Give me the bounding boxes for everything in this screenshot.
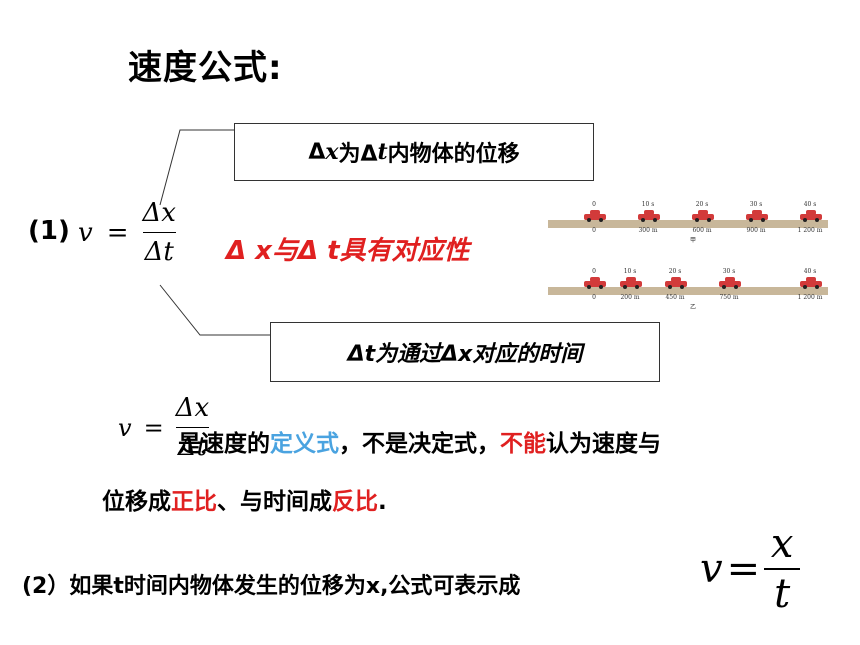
formula-3-v: v bbox=[700, 546, 723, 592]
road-top-distance-label: 900 m bbox=[746, 227, 765, 234]
car-icon bbox=[584, 277, 606, 289]
fraction-bar bbox=[175, 427, 210, 428]
para1-e: 认为速度与 bbox=[546, 431, 661, 457]
para2-proportional: 正比 bbox=[171, 489, 217, 515]
car-icon bbox=[638, 210, 660, 222]
road-bottom-distance-label: 1 200 m bbox=[798, 294, 823, 301]
formula-3-eq: = bbox=[726, 546, 761, 592]
fraction-bar bbox=[764, 568, 801, 570]
road-top-distance-label: 600 m bbox=[692, 227, 711, 234]
road-top-distance-label: 300 m bbox=[638, 227, 657, 234]
road-bottom-time-label: 20 s bbox=[669, 268, 682, 275]
road-bottom-caption: 乙 bbox=[690, 304, 696, 311]
formula-2-numerator: Δx bbox=[175, 393, 210, 423]
road-top-time-label: 30 s bbox=[750, 201, 763, 208]
car-icon bbox=[692, 210, 714, 222]
road-surface-bottom bbox=[548, 287, 828, 295]
car-icon bbox=[800, 210, 822, 222]
road-top-distance-label: 1 200 m bbox=[798, 227, 823, 234]
road-surface-top bbox=[548, 220, 828, 228]
para1-a: 是速度的 bbox=[178, 431, 270, 457]
formula-1-numerator: Δx bbox=[142, 198, 176, 228]
box-suffix: 内物体的位移 bbox=[387, 142, 520, 167]
time-box: Δt为通过Δx对应的时间 bbox=[270, 322, 660, 382]
car-icon bbox=[719, 277, 741, 289]
formula-3-denominator: t bbox=[774, 571, 791, 617]
road-top-caption: 甲 bbox=[690, 237, 696, 244]
velocity-formula-1: v = Δx Δt bbox=[78, 198, 176, 267]
road-bottom-time-label: 30 s bbox=[723, 268, 736, 275]
formula-1-eq: = bbox=[106, 217, 129, 248]
formula-3-numerator: x bbox=[770, 521, 794, 567]
para2-e: . bbox=[378, 489, 387, 515]
para2-inverse: 反比 bbox=[332, 489, 378, 515]
velocity-formula-3: v = x t bbox=[700, 521, 801, 617]
box-prefix: Δ bbox=[308, 139, 326, 165]
item-2-text: (2）如果t时间内物体发生的位移为x,公式可表示成 bbox=[22, 574, 521, 599]
definition-paragraph-line-1: 是速度的定义式，不是决定式，不能认为速度与 bbox=[178, 424, 661, 458]
road-top-time-label: 0 bbox=[592, 201, 596, 208]
para1-definition: 定义式 bbox=[270, 431, 339, 457]
road-top-time-label: 10 s bbox=[642, 201, 655, 208]
formula-2-fraction: Δx Δt bbox=[175, 393, 210, 462]
road-diagram-bottom: 0 0 10 s 200 m 20 s 450 m 30 s 750 m 40 s 1 200 m… bbox=[548, 268, 828, 311]
formula-1-denominator: Δt bbox=[144, 237, 174, 267]
box-mid: 为Δ bbox=[338, 142, 378, 167]
formula-1-fraction: Δx Δt bbox=[142, 198, 176, 267]
road-bottom-time-label: 10 s bbox=[624, 268, 637, 275]
road-bottom-time-label: 0 bbox=[592, 268, 596, 275]
fraction-bar bbox=[142, 232, 176, 233]
box-x: x bbox=[325, 139, 339, 165]
correspondence-note: Δ x与Δ t具有对应性 bbox=[226, 236, 470, 266]
car-icon bbox=[746, 210, 768, 222]
road-bottom-distance-label: 450 m bbox=[665, 294, 684, 301]
connector-bottom bbox=[159, 284, 270, 336]
velocity-formula-2: v = Δx Δt bbox=[118, 393, 210, 462]
slide-title: 速度公式: bbox=[128, 48, 283, 88]
formula-2-denominator: Δt bbox=[177, 432, 208, 462]
item-label-1: (1) bbox=[28, 216, 70, 246]
para1-c: ，不是决定式， bbox=[339, 431, 500, 457]
road-top-time-label: 20 s bbox=[696, 201, 709, 208]
road-bottom-time-label: 40 s bbox=[804, 268, 817, 275]
car-icon bbox=[584, 210, 606, 222]
car-icon bbox=[620, 277, 642, 289]
road-bottom-distance-label: 750 m bbox=[719, 294, 738, 301]
para2-a: 位移成 bbox=[102, 489, 171, 515]
road-top-distance-label: 0 bbox=[592, 227, 596, 234]
para2-c: 、与时间成 bbox=[217, 489, 332, 515]
definition-paragraph-line-2: 位移成正比、与时间成反比. bbox=[102, 482, 387, 516]
road-diagram-top: 0 0 10 s 300 m 20 s 600 m 30 s 900 m 40 s 1 200 m… bbox=[548, 201, 828, 244]
formula-2-v: v bbox=[118, 413, 132, 442]
road-diagram: 0 0 10 s 300 m 20 s 600 m 30 s 900 m 40 s 1 200 m… bbox=[548, 201, 828, 311]
para1-cannot: 不能 bbox=[500, 431, 546, 457]
road-top-time-label: 40 s bbox=[804, 201, 817, 208]
road-bottom-distance-label: 200 m bbox=[620, 294, 639, 301]
formula-2-eq: = bbox=[143, 413, 164, 442]
formula-3-fraction: x t bbox=[764, 521, 801, 617]
box-t: t bbox=[377, 139, 388, 165]
car-icon bbox=[665, 277, 687, 289]
connector-top bbox=[159, 129, 234, 206]
car-icon bbox=[800, 277, 822, 289]
formula-1-v: v bbox=[78, 217, 93, 248]
road-bottom-distance-label: 0 bbox=[592, 294, 596, 301]
